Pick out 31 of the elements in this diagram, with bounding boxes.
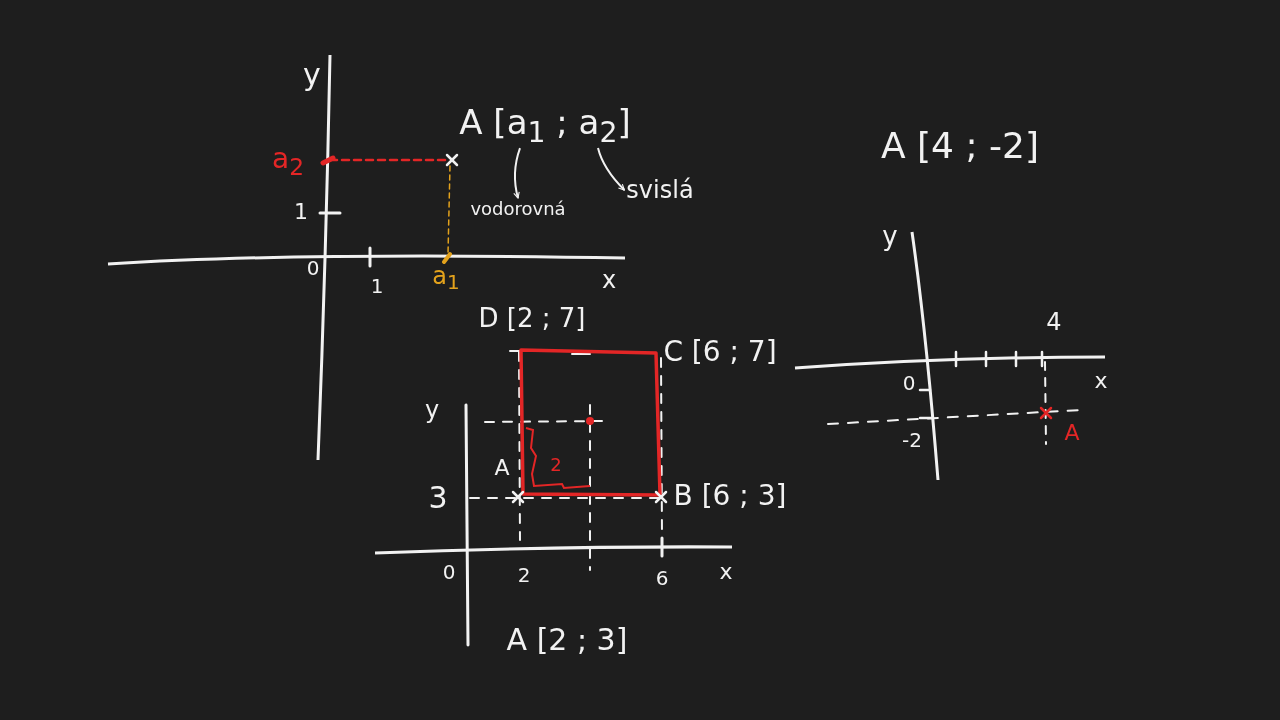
axis-label: 0	[442, 562, 456, 582]
annotation-text: vodorovná	[470, 200, 566, 218]
axis-label: A	[1064, 422, 1080, 444]
axis-label: x	[719, 561, 733, 583]
point-coordinates: D [2 ; 7]	[478, 305, 586, 331]
point-coordinates: A [2 ; 3]	[506, 625, 628, 655]
axis-label: y	[882, 223, 898, 249]
axis-label: a$_{1}$	[432, 263, 460, 293]
axis-label: 0	[306, 258, 320, 278]
axis-label: 0	[902, 373, 916, 393]
annotation-text: svislá	[626, 178, 694, 202]
point-coordinates: A [a$_{1}$ ; a$_{2}$]	[459, 104, 631, 148]
point-coordinates: C [6 ; 7]	[663, 338, 777, 366]
axis-label: -2	[902, 430, 922, 450]
axis-label: 1	[370, 276, 384, 296]
axis-label: 4	[1046, 310, 1062, 334]
axis-label: y	[424, 398, 440, 422]
axis-label: 3	[428, 483, 448, 513]
point-coordinates: B [6 ; 3]	[673, 482, 787, 510]
axis-label: x	[601, 268, 617, 292]
axis-label: 2	[550, 456, 562, 474]
axis-label: a$_{2}$	[272, 145, 304, 179]
axis-label: 2	[517, 565, 531, 585]
arrow	[597, 147, 626, 191]
axis-label: 1	[294, 201, 308, 223]
axis-label: A	[494, 457, 510, 479]
point-coordinates: A [4 ; -2]	[881, 128, 1039, 164]
axis-label: x	[1094, 370, 1108, 392]
axis-label: 6	[655, 568, 669, 588]
axis-label: y	[303, 60, 321, 90]
arrow	[513, 147, 521, 199]
